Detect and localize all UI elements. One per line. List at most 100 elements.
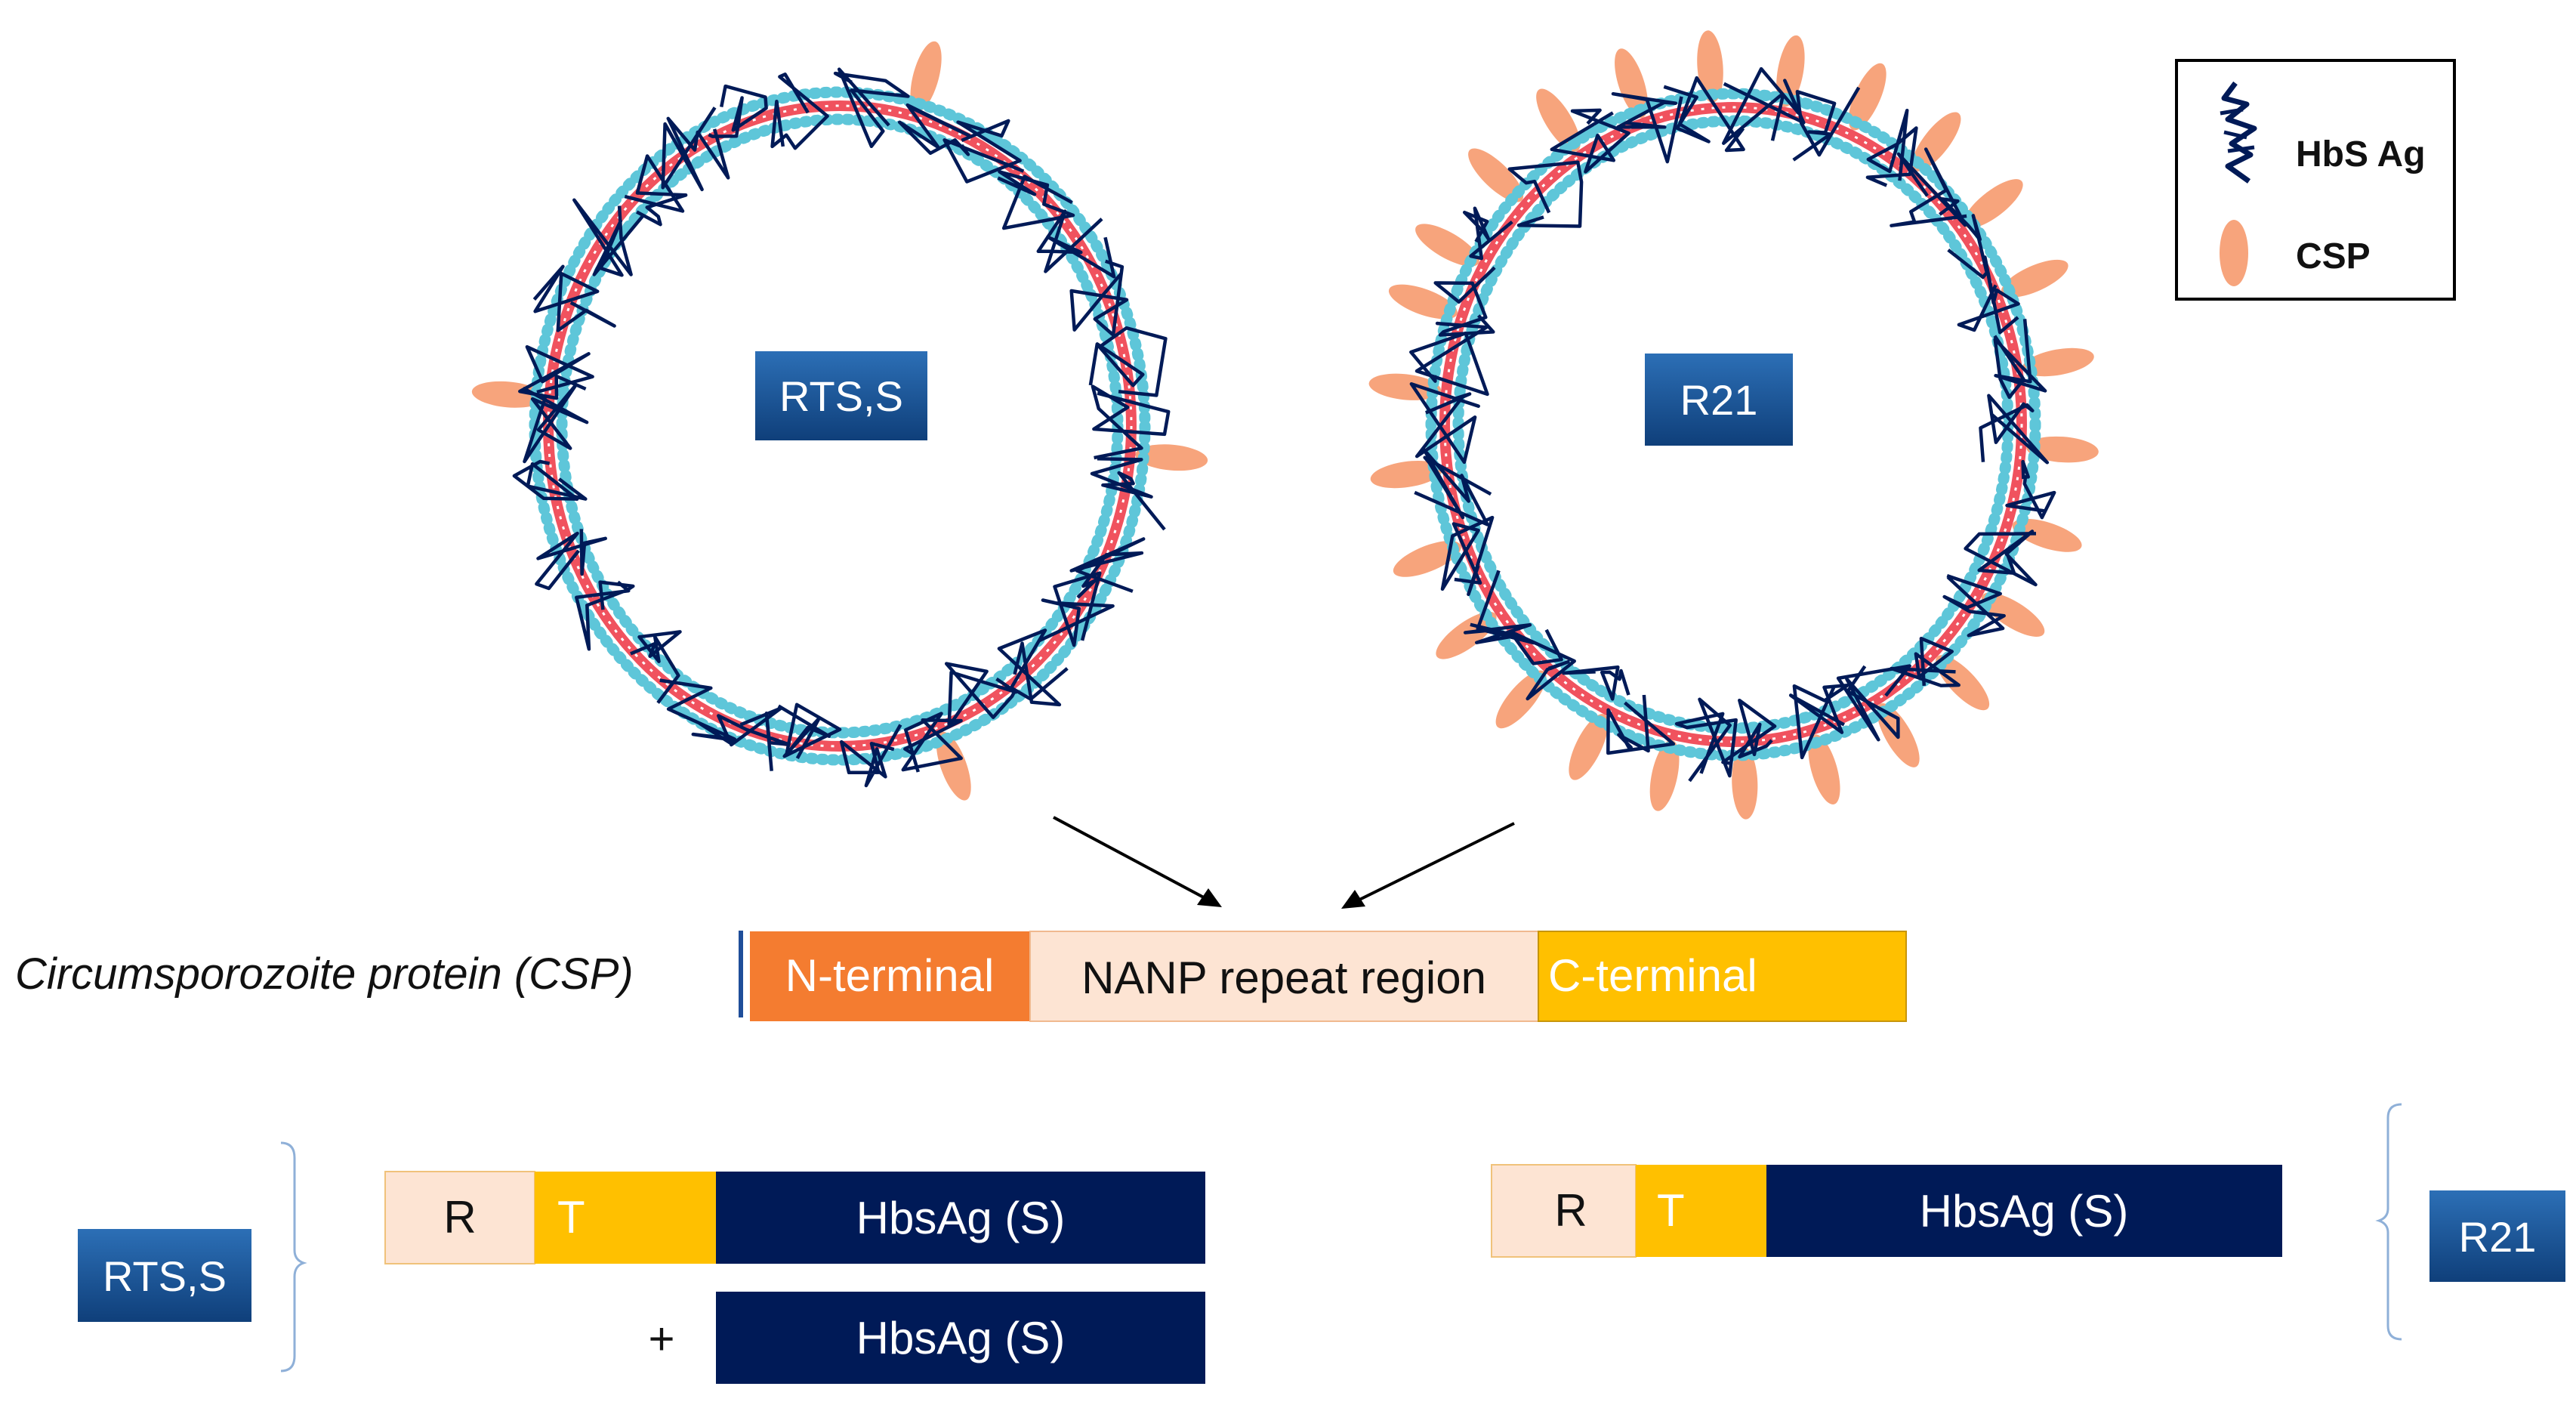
hbsag-strand	[1550, 108, 1630, 174]
hbsag-strand	[532, 264, 616, 332]
csp-spike	[1936, 655, 1990, 711]
r21-vlp-particle: R21	[1368, 30, 2099, 820]
csp-spike	[910, 41, 942, 112]
csp-spike	[2026, 436, 2099, 463]
hbsag-strand	[1440, 515, 1495, 597]
r21-r-label: R	[1554, 1185, 1587, 1236]
hbsag-strand	[1036, 209, 1116, 279]
legend-csp-label: CSP	[2296, 236, 2371, 276]
csp-spike	[2022, 347, 2094, 377]
csp-spike	[1964, 179, 2023, 229]
hbsag-strand	[1606, 694, 1676, 755]
rts-hbsag-label: HbsAg (S)	[856, 1193, 1066, 1243]
hbsag-strand	[1091, 384, 1171, 460]
csp-spike	[2012, 518, 2082, 552]
hbsag-strand	[1409, 382, 1480, 465]
csp-spike	[2001, 259, 2069, 298]
hbsag-strand	[901, 712, 963, 773]
hbsag-strand	[833, 67, 910, 149]
r21-r-segment	[1491, 1164, 1637, 1258]
hbsag-strand	[575, 580, 635, 651]
csp-spike	[1135, 444, 1208, 471]
hbsag-strand	[1993, 319, 2047, 400]
hbsag-strand	[1069, 537, 1146, 599]
r21-hbsag-segment	[1766, 1165, 2282, 1257]
nanp-label: NANP repeat region	[1081, 953, 1486, 1003]
r21-construct-badge: R21	[2429, 1190, 2565, 1282]
csp-spike	[1732, 746, 1758, 820]
hbsag-strand	[770, 73, 829, 150]
rts-r-label: R	[443, 1192, 476, 1243]
csp-spike	[1495, 670, 1547, 729]
hbsag-strand	[1865, 108, 1918, 187]
arrow-r21	[1351, 822, 1515, 905]
csp-spike	[1436, 611, 1497, 659]
rts-hbsag-extra-segment	[716, 1292, 1205, 1384]
csp-spike	[1615, 48, 1648, 119]
n-terminal-segment	[750, 931, 1030, 1021]
hbsag-strand	[1674, 697, 1738, 783]
hbsag-strand	[1462, 206, 1513, 261]
csp-spike	[1388, 284, 1458, 320]
r21-t-segment	[1636, 1165, 1766, 1257]
rts-t-segment	[535, 1172, 716, 1264]
rts-construct-badge: RTS,S	[78, 1229, 251, 1322]
hbsag-strand	[1939, 197, 1989, 279]
csp-spike	[1697, 30, 1723, 103]
hbsag-strand	[624, 154, 688, 227]
c-terminal-segment	[1538, 931, 1907, 1022]
csp-spike	[1393, 540, 1461, 577]
hbsag-strand	[1562, 665, 1630, 701]
legend: HbS Ag CSP	[2175, 59, 2456, 301]
arrows	[1053, 816, 1515, 909]
arrow-rts	[1053, 816, 1213, 903]
csp-spike	[1981, 592, 2045, 637]
csp-spike	[1415, 224, 1479, 267]
hbsag-strand	[1038, 571, 1115, 647]
csp-spike	[1368, 373, 1442, 400]
csp-spike	[1848, 63, 1886, 131]
hbsag-strand	[535, 529, 607, 591]
svg-text:RTS,S: RTS,S	[779, 372, 903, 420]
csp-spike	[1776, 35, 1805, 107]
svg-text:R21: R21	[2459, 1213, 2537, 1261]
csp-spike	[1911, 112, 1961, 171]
rts-construct: RTS,S R T HbsAg (S) + HbsAg (S)	[78, 1141, 1205, 1384]
hbsag-strand	[572, 198, 645, 277]
r21-hbsag-label: HbsAg (S)	[1920, 1186, 2129, 1237]
csp-spike	[1370, 460, 1442, 489]
hbsag-squiggle-icon	[2220, 81, 2257, 184]
hbsag-strand	[1433, 266, 1496, 337]
hbsag-strand	[997, 170, 1075, 230]
hbsag-strand	[944, 662, 1018, 728]
r21-t-label: T	[1657, 1185, 1685, 1236]
hbsag-strand	[1409, 321, 1489, 397]
csp-spike	[1536, 88, 1581, 152]
hbsag-strand	[512, 459, 588, 501]
hbsag-strand	[1069, 259, 1129, 337]
rts-plus-sign: +	[648, 1314, 674, 1364]
r21-vlp-badge: R21	[1645, 354, 1793, 446]
rts-vlp-particle: RTS,S	[471, 41, 1208, 801]
csp-bar: Circumsporozoite protein (CSP) N-termina…	[15, 931, 1907, 1022]
hbsag-strand	[659, 678, 737, 745]
csp-ellipse-icon	[2220, 220, 2248, 286]
hbsag-strand	[1890, 636, 1961, 687]
hbsag-strand	[630, 630, 682, 704]
hbsag-strand	[708, 84, 768, 138]
hbsag-strand	[1090, 457, 1166, 531]
hbsag-strand	[518, 344, 594, 400]
hbsag-coat	[1409, 66, 2056, 783]
hbsag-strand	[942, 119, 1025, 184]
c-terminal-label: C-terminal	[1548, 950, 1757, 1001]
csp-spikes	[471, 41, 1208, 801]
hbsag-strand	[661, 107, 730, 192]
hbsag-strand	[1942, 573, 2006, 638]
svg-text:R21: R21	[1680, 376, 1758, 424]
hbsag-strand	[717, 706, 791, 771]
csp-spike	[1649, 740, 1680, 811]
csp-spike	[1468, 148, 1524, 202]
hbsag-strand	[1508, 628, 1576, 701]
hbsag-strand	[1964, 530, 2038, 587]
